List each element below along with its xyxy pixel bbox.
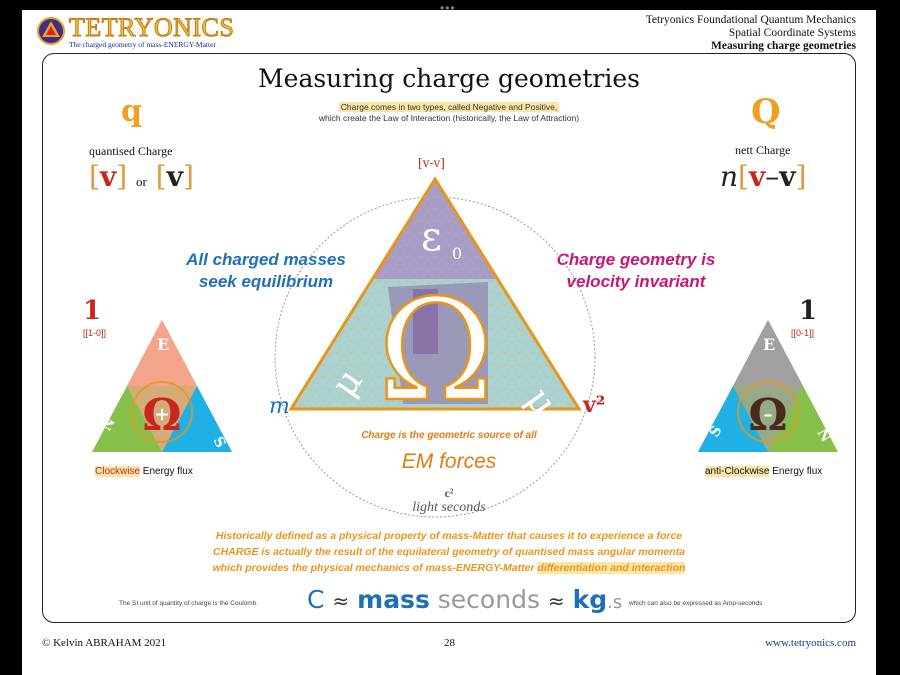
mass-corner-label: m — [269, 394, 290, 419]
em-forces-label: EM forces — [401, 450, 497, 473]
slide-title: Measuring charge geometries — [258, 64, 640, 93]
copyright-footer: © Kelvin ABRAHAM 2021 — [42, 637, 167, 649]
q-symbol: q — [121, 94, 142, 129]
logo-tagline: The charged geometry of mass-ENERGY-Matt… — [69, 40, 216, 49]
content-panel: Measuring charge geometries Charge comes… — [42, 53, 856, 623]
logo-emblem-icon — [37, 17, 65, 45]
page-number: 28 — [444, 637, 455, 649]
left-charge-bracket: [[1-0]] — [83, 328, 107, 338]
history-paragraph-line-2: CHARGE is actually the result of the equ… — [212, 546, 686, 558]
epsilon-symbol: ε — [421, 214, 442, 260]
history-paragraph-line-3: which provides the physical mechanics of… — [212, 562, 686, 574]
light-seconds-label: light seconds — [412, 500, 486, 515]
subtitle-line-2: which create the Law of Interaction (his… — [318, 113, 580, 123]
svg-text:0: 0 — [452, 244, 462, 263]
plus-sign-icon: + — [154, 404, 169, 425]
series-title: Tetryonics Foundational Quantum Mechanic… — [645, 14, 856, 26]
charge-formula: C ≈ mass seconds ≈ kg.s — [307, 585, 623, 614]
slide-page: TETRYONICS The charged geometry of mass-… — [22, 10, 876, 675]
svg-text:E: E — [763, 335, 775, 354]
right-charge-bracket: [[0-1]] — [791, 328, 815, 338]
central-charge-diagram: ε 0 Ω μ μ — [274, 176, 596, 518]
right-charge-number: 1 — [799, 296, 818, 326]
tetryonics-logo: TETRYONICS The charged geometry of mass-… — [36, 13, 234, 50]
nett-charge-label: nett Charge — [735, 143, 791, 157]
slide-header: Tetryonics Foundational Quantum Mechanic… — [646, 14, 856, 53]
si-unit-note: The SI unit of quantity of charge is the… — [119, 600, 259, 607]
minus-sign-icon: – — [764, 404, 773, 425]
velocity-squared-label: v² — [583, 392, 606, 418]
top-bracket-label: [v-v] — [418, 156, 445, 170]
negative-charge-triangle: Ω – E S N — [698, 320, 838, 452]
website-link[interactable]: www.tetryonics.com — [765, 637, 856, 649]
left-charge-number: 1 — [83, 296, 102, 326]
omega-symbol: Ω — [378, 270, 494, 433]
omega-icon: Ω — [748, 390, 787, 441]
quantised-charge-label: quantised Charge — [89, 144, 173, 158]
Q-symbol: Q — [751, 92, 781, 132]
clockwise-flux-label: Clockwise Energy flux — [95, 466, 193, 477]
subtitle-line-1: Charge comes in two types, called Negati… — [338, 102, 560, 112]
q-formula: [v] or [v] — [89, 160, 194, 193]
topic-title: Measuring charge geometries — [711, 40, 856, 52]
omega-icon: Ω — [142, 390, 181, 441]
section-title: Spatial Coordinate Systems — [728, 27, 856, 39]
amp-seconds-note: which can also be expressed as Amp-secon… — [629, 600, 763, 607]
anti-clockwise-flux-label: anti-Clockwise Energy flux — [705, 466, 823, 477]
positive-charge-triangle: Ω + E N S — [92, 320, 232, 452]
geometric-source-note: Charge is the geometric source of all — [361, 430, 537, 441]
Q-formula: n[v–v] — [720, 160, 807, 193]
main-triangle-outline — [288, 176, 582, 411]
history-paragraph-line-1: Historically defined as a physical prope… — [215, 530, 683, 542]
logo-word: TETRYONICS — [68, 13, 235, 43]
c-squared-label: c² — [444, 486, 454, 500]
svg-text:E: E — [157, 335, 169, 354]
